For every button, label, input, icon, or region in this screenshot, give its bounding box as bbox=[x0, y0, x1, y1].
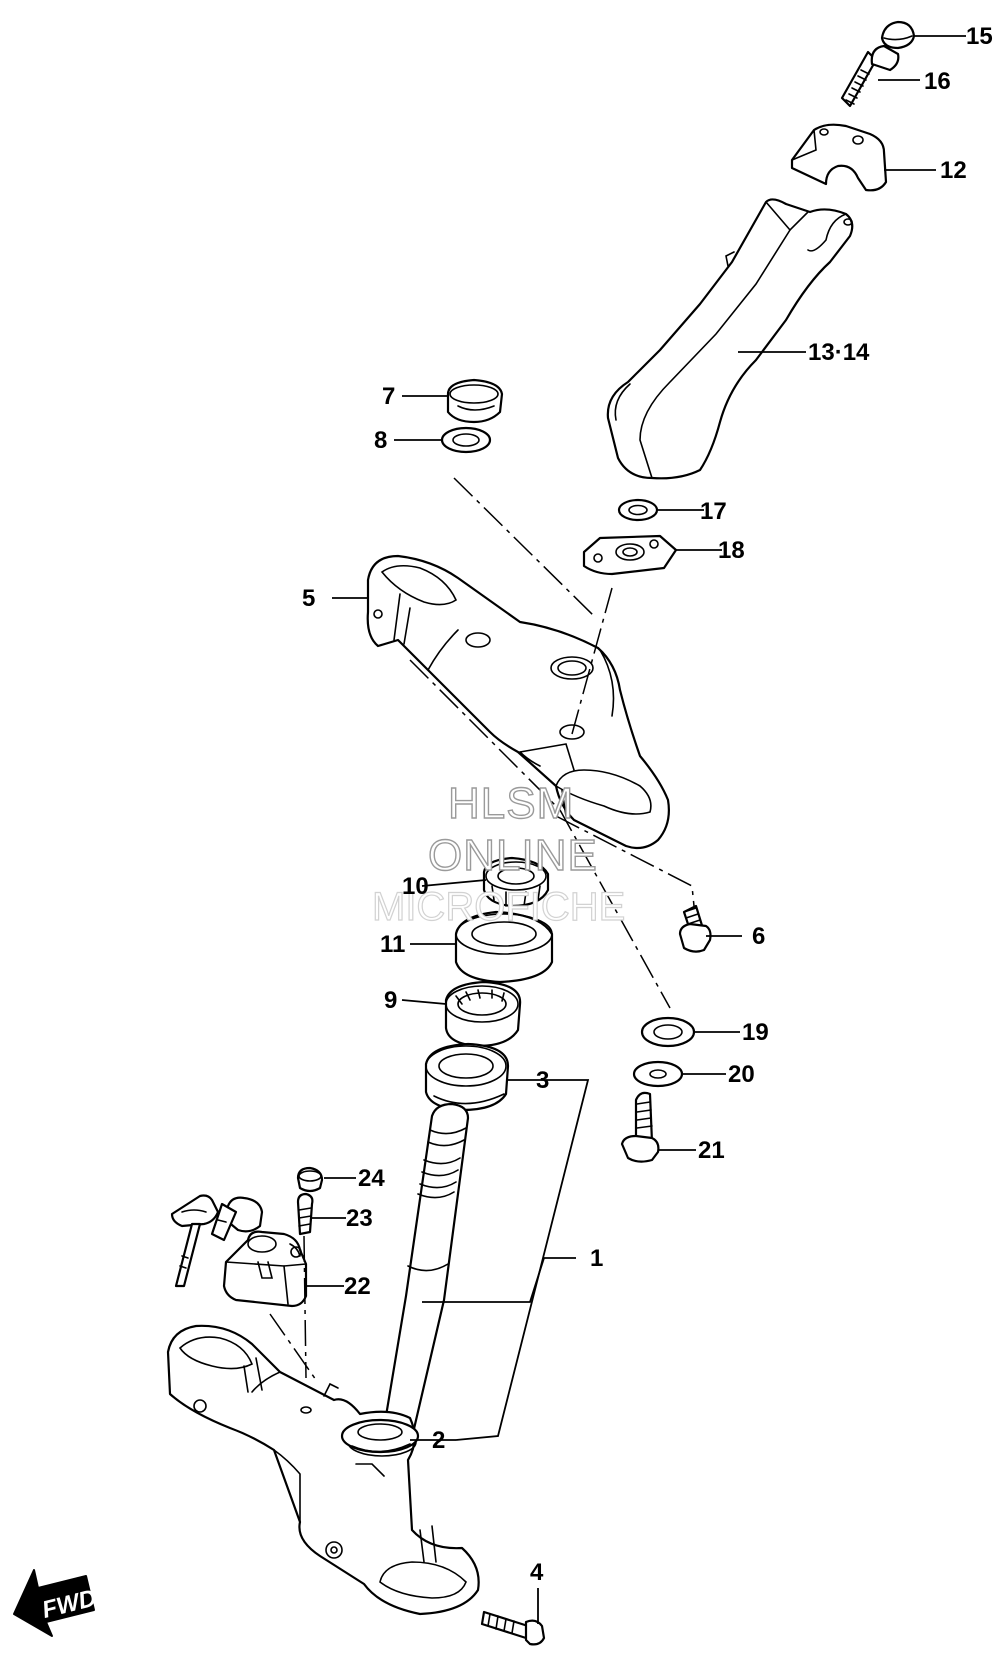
leader-lines bbox=[306, 35, 966, 1624]
label-12: 12 bbox=[940, 157, 967, 184]
part-15-cap[interactable] bbox=[880, 20, 916, 50]
part-labels: 15 16 12 13·14 7 8 17 18 5 10 6 11 9 19 … bbox=[302, 23, 993, 1586]
label-4: 4 bbox=[530, 1559, 544, 1586]
part-9-bearing[interactable] bbox=[444, 980, 522, 1048]
label-2: 2 bbox=[432, 1427, 445, 1454]
part-16-bolt[interactable] bbox=[840, 44, 900, 108]
part-10-nut[interactable] bbox=[482, 856, 550, 908]
part-6-bolt[interactable] bbox=[678, 904, 712, 953]
label-1: 1 bbox=[590, 1245, 603, 1272]
part-5-upper-bracket[interactable] bbox=[366, 554, 670, 850]
label-6: 6 bbox=[752, 923, 765, 950]
part-3-bearing-race[interactable] bbox=[424, 1042, 510, 1112]
label-20: 20 bbox=[728, 1061, 755, 1088]
fwd-arrow: FWD bbox=[13, 1569, 99, 1637]
part-20-washer[interactable] bbox=[632, 1060, 684, 1088]
part-11-dust-seal[interactable] bbox=[454, 910, 554, 984]
label-24: 24 bbox=[358, 1165, 385, 1192]
part-24-cap[interactable] bbox=[296, 1166, 324, 1193]
part-2-bearing[interactable] bbox=[340, 1418, 420, 1454]
label-3: 3 bbox=[536, 1067, 549, 1094]
label-11: 11 bbox=[380, 931, 405, 958]
part-4-bolt[interactable] bbox=[480, 1610, 546, 1646]
part-19-washer[interactable] bbox=[640, 1016, 696, 1048]
label-10: 10 bbox=[402, 873, 429, 900]
label-18: 18 bbox=[718, 537, 745, 564]
part-23-screw[interactable] bbox=[296, 1192, 314, 1236]
watermark-line-2: ONLINE bbox=[428, 831, 598, 880]
label-19: 19 bbox=[742, 1019, 769, 1046]
label-17: 17 bbox=[700, 498, 727, 525]
alignment-lines bbox=[269, 477, 695, 1381]
part-17-washer[interactable] bbox=[617, 498, 659, 522]
part-22-ignition-switch[interactable] bbox=[170, 1194, 308, 1308]
part-7-cap-nut[interactable] bbox=[446, 378, 504, 424]
part-18-plate[interactable] bbox=[582, 534, 678, 576]
label-9: 9 bbox=[384, 987, 397, 1014]
label-13-14: 13·14 bbox=[808, 339, 870, 366]
watermark: HLSM ONLINE MICROFICHE bbox=[371, 778, 626, 929]
label-7: 7 bbox=[382, 383, 395, 410]
watermark-line-1: HLSM bbox=[448, 779, 574, 828]
label-22: 22 bbox=[344, 1273, 371, 1300]
label-23: 23 bbox=[346, 1205, 373, 1232]
part-21-bolt[interactable] bbox=[620, 1091, 660, 1163]
label-16: 16 bbox=[924, 68, 951, 95]
label-21: 21 bbox=[698, 1137, 725, 1164]
label-15: 15 bbox=[966, 23, 993, 50]
part-1-steering-stem[interactable] bbox=[166, 1102, 480, 1616]
part-13-14-handlebar[interactable] bbox=[606, 198, 854, 480]
part-12-clamp-cap[interactable] bbox=[790, 123, 888, 192]
watermark-line-3: MICROFICHE bbox=[372, 885, 625, 929]
label-8: 8 bbox=[374, 427, 387, 454]
label-5: 5 bbox=[302, 585, 315, 612]
part-8-washer[interactable] bbox=[440, 426, 492, 454]
